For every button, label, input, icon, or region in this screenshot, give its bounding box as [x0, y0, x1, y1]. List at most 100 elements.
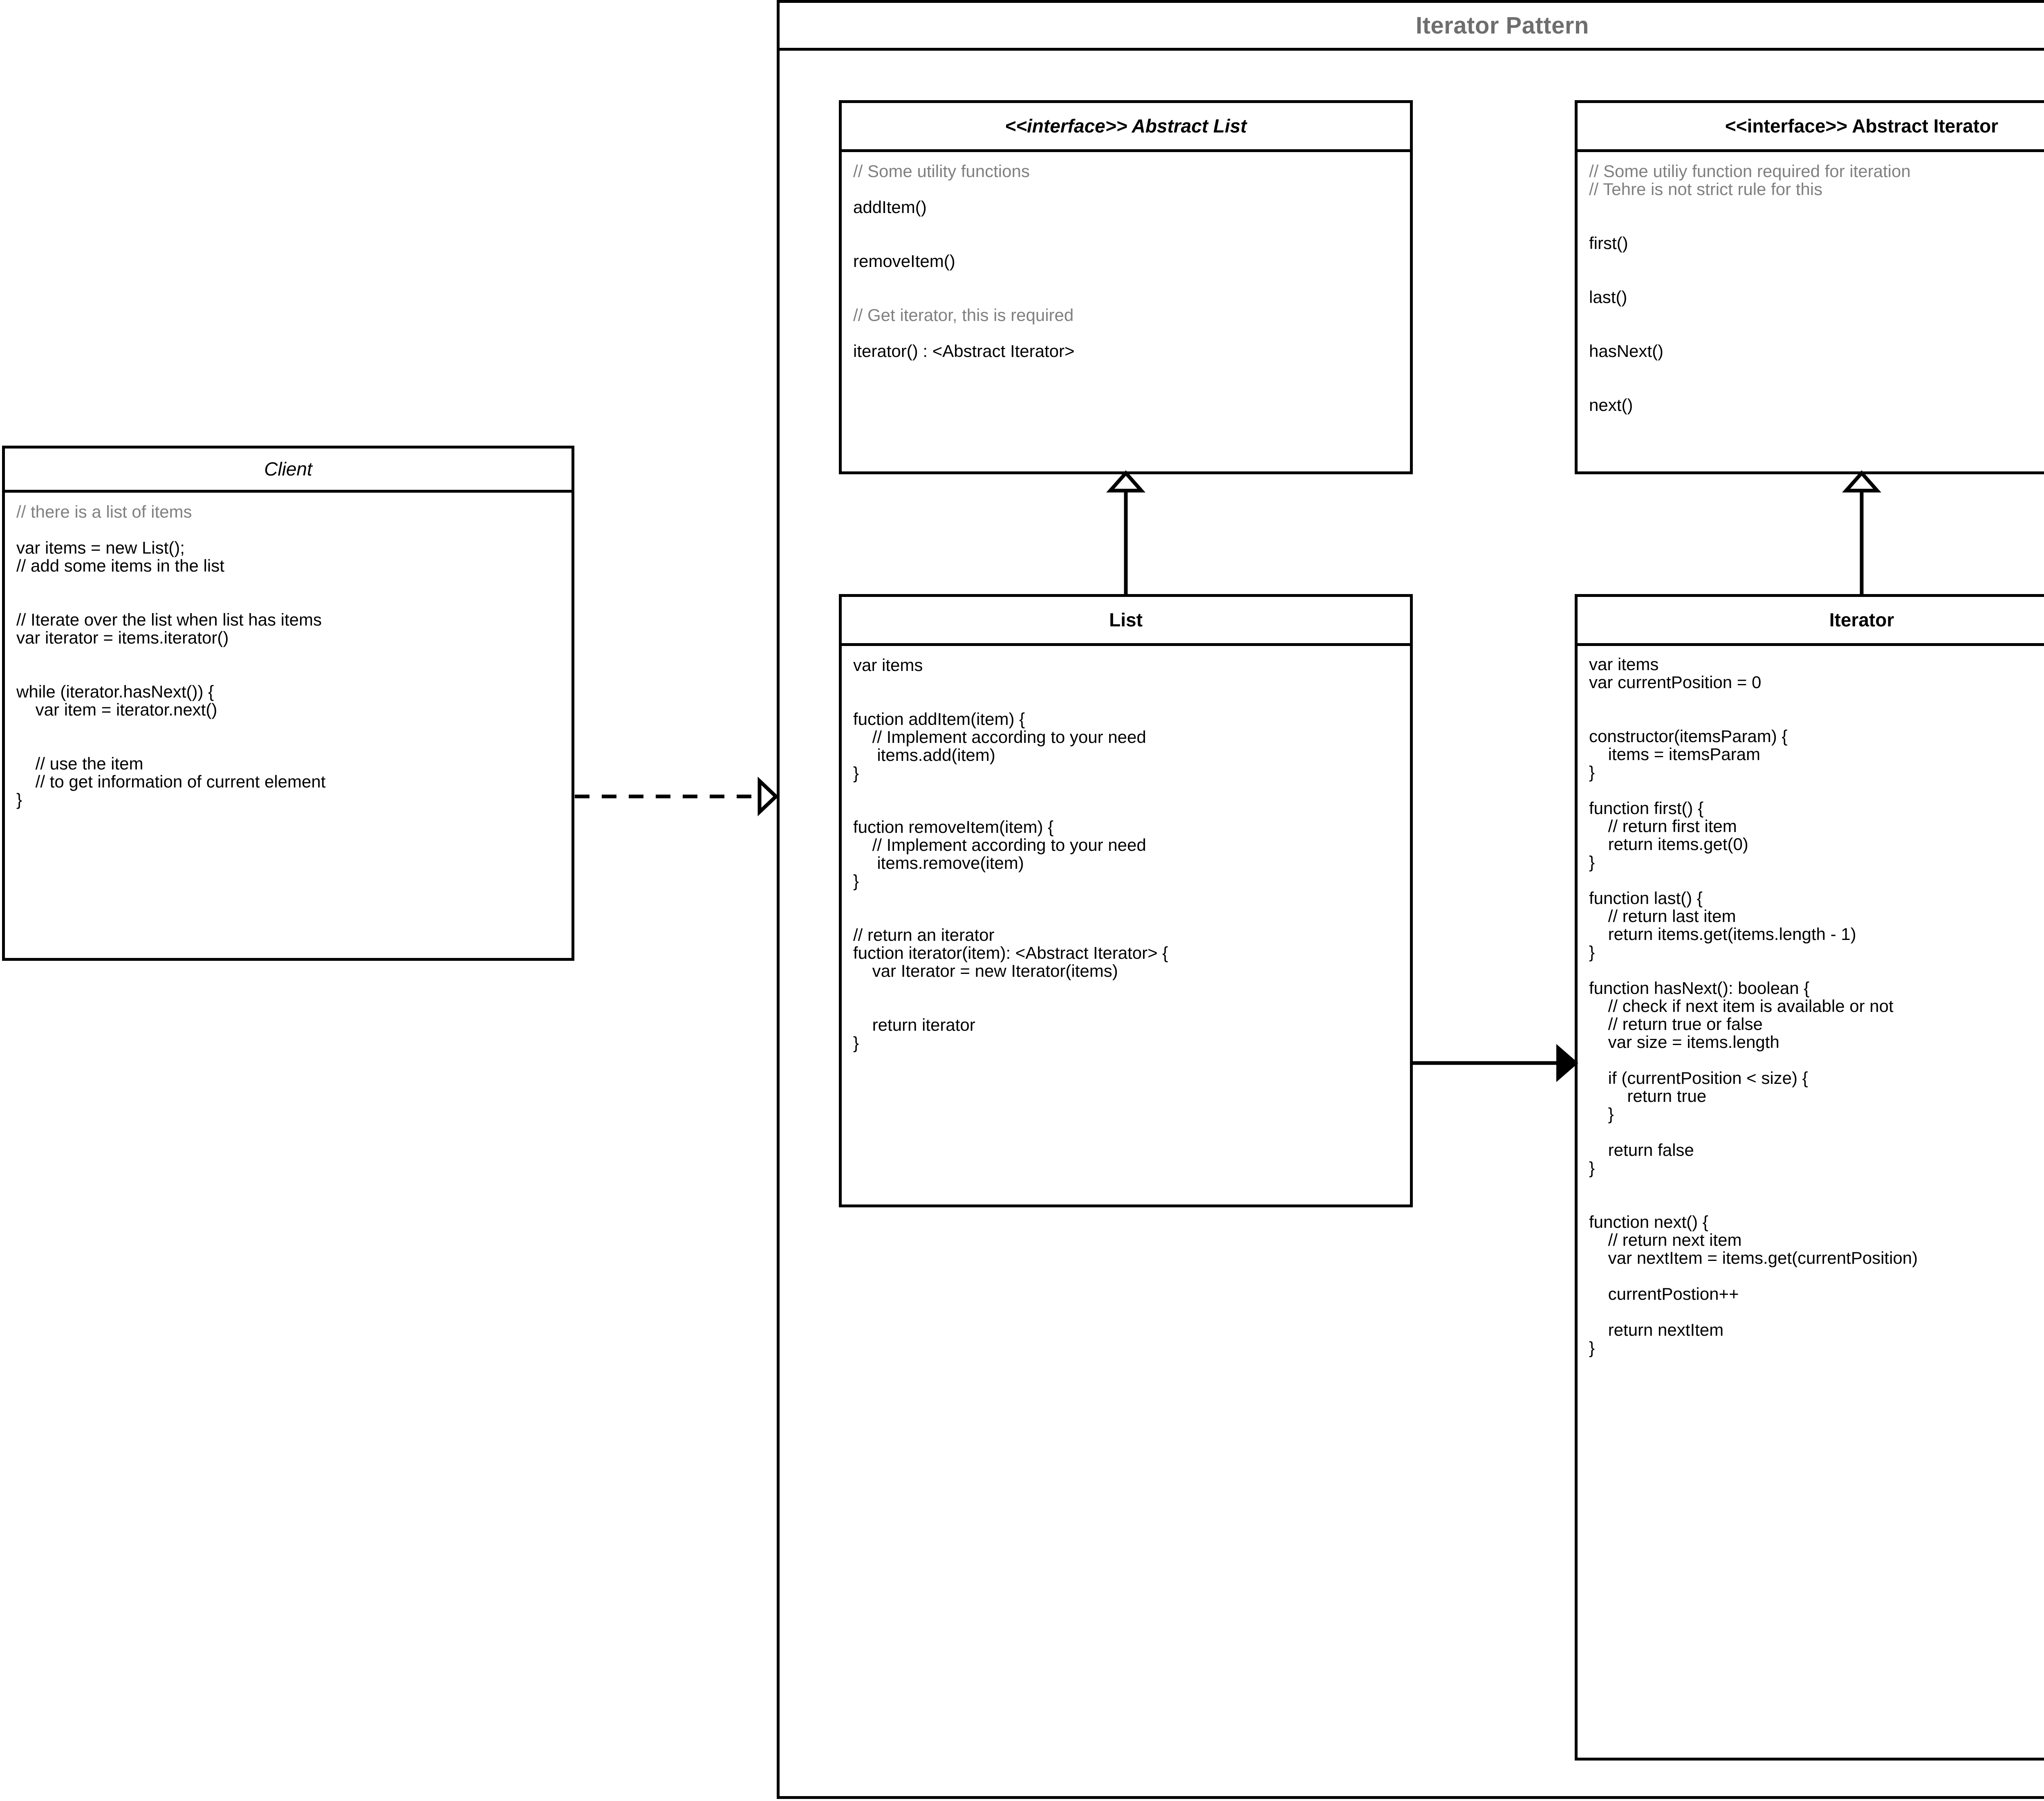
code-line: fuction addItem(item) { — [853, 709, 1025, 729]
code-line: // there is a list of items — [16, 502, 192, 521]
code-line: // Iterate over the list when list has i… — [16, 610, 322, 629]
code-spacer — [853, 235, 1399, 253]
code-spacer — [16, 647, 560, 665]
code-line: var items = new List(); — [16, 538, 185, 557]
code-spacer — [853, 801, 1399, 819]
code-line: iterator() : <Abstract Iterator> — [853, 341, 1075, 361]
code-line: return iterator — [853, 1015, 975, 1034]
package-title-band: Iterator Pattern — [780, 3, 2044, 51]
class-header-abstract-list: <<interface>> Abstract List — [842, 103, 1410, 152]
code-line: function next() { — [1589, 1212, 1708, 1231]
code-line: // return last item — [1589, 906, 1736, 926]
code-line: } — [853, 871, 859, 890]
code-line: // Get iterator, this is required — [853, 305, 1074, 325]
class-title-iterator: Iterator — [1829, 609, 1894, 631]
package-frame: Iterator Pattern — [777, 0, 2044, 1799]
code-line: var item = iterator.next() — [16, 700, 217, 719]
code-line: if (currentPosition < size) { — [1589, 1068, 1808, 1088]
code-spacer — [16, 665, 560, 683]
code-line: function last() { — [1589, 888, 1703, 908]
code-spacer — [853, 217, 1399, 235]
code-line: } — [1589, 1158, 1595, 1177]
code-line: } — [1589, 942, 1595, 962]
code-line: var currentPosition = 0 — [1589, 673, 1762, 692]
code-line: var iterator = items.iterator() — [16, 628, 229, 647]
code-line: // Implement according to your need — [853, 835, 1146, 855]
code-spacer — [1589, 361, 2044, 379]
code-spacer — [1589, 1303, 2044, 1321]
code-spacer — [1589, 325, 2044, 343]
code-line: removeItem() — [853, 251, 955, 271]
code-line: first() — [1589, 233, 1628, 253]
code-spacer — [1589, 379, 2044, 397]
class-title-abstract-list: <<interface>> Abstract List — [1005, 115, 1247, 137]
code-line: // to get information of current element — [16, 772, 326, 791]
code-spacer — [1589, 872, 2044, 890]
code-line: // return next item — [1589, 1230, 1742, 1249]
code-line: // use the item — [16, 754, 143, 773]
class-header-iterator: Iterator — [1578, 597, 2044, 646]
code-spacer — [1589, 217, 2044, 235]
code-line: } — [853, 763, 859, 783]
code-spacer — [1589, 710, 2044, 728]
code-line: constructor(itemsParam) { — [1589, 727, 1788, 746]
code-spacer — [1589, 271, 2044, 289]
code-line: var nextItem = items.get(currentPosition… — [1589, 1248, 1918, 1267]
code-line: // Tehre is not strict rule for this — [1589, 179, 1823, 199]
class-header-list: List — [842, 597, 1410, 646]
code-line: } — [16, 790, 22, 809]
code-line: } — [1589, 763, 1595, 782]
code-spacer — [1589, 1195, 2044, 1213]
code-line: items.remove(item) — [853, 853, 1024, 872]
code-line: } — [1589, 1104, 1614, 1124]
class-header-abstract-iterator: <<interface>> Abstract Iterator — [1578, 103, 2044, 152]
code-line: function first() { — [1589, 798, 1704, 818]
code-line: items.add(item) — [853, 745, 995, 765]
code-spacer — [853, 693, 1399, 711]
code-spacer — [853, 890, 1399, 908]
code-line: next() — [1589, 395, 1633, 415]
code-spacer — [1589, 1124, 2044, 1142]
code-spacer — [853, 271, 1399, 289]
class-body-client: // there is a list of items var items = n… — [5, 493, 572, 817]
code-spacer — [16, 575, 560, 593]
class-title-list: List — [1109, 609, 1143, 631]
connector-client-to-package — [575, 776, 779, 816]
code-line: fuction iterator(item): <Abstract Iterat… — [853, 943, 1168, 962]
code-spacer — [16, 737, 560, 755]
code-line: var items — [1589, 655, 1659, 674]
code-line: var size = items.length — [1589, 1032, 1780, 1052]
code-spacer — [16, 719, 560, 737]
code-line: var Iterator = new Iterator(items) — [853, 961, 1118, 980]
code-line: // return true or false — [1589, 1014, 1763, 1034]
code-line: // Implement according to your need — [853, 727, 1146, 747]
code-spacer — [853, 181, 1399, 199]
code-line: } — [1589, 852, 1595, 872]
code-line: items = itemsParam — [1589, 745, 1760, 764]
code-line: last() — [1589, 287, 1627, 307]
code-line: return items.get(0) — [1589, 834, 1748, 854]
code-spacer — [1589, 307, 2044, 325]
code-line: // check if next item is available or no… — [1589, 996, 1894, 1016]
class-box-abstract-list[interactable]: <<interface>> Abstract List // Some util… — [839, 100, 1413, 474]
code-line: // Some utiliy function required for ite… — [1589, 161, 1911, 181]
code-spacer — [853, 980, 1399, 998]
code-line: function hasNext(): boolean { — [1589, 978, 1810, 998]
code-spacer — [1589, 1267, 2044, 1285]
code-line: // return an iterator — [853, 925, 995, 944]
code-spacer — [853, 289, 1399, 307]
code-line: // Some utility functions — [853, 161, 1030, 181]
code-line: // add some items in the list — [16, 556, 224, 575]
code-line: return false — [1589, 1140, 1694, 1160]
code-line: currentPostion++ — [1589, 1284, 1739, 1303]
class-box-abstract-iterator[interactable]: <<interface>> Abstract Iterator // Some … — [1575, 100, 2044, 474]
code-spacer — [16, 521, 560, 539]
code-line: addItem() — [853, 197, 927, 217]
code-spacer — [1589, 962, 2044, 980]
code-spacer — [1589, 782, 2044, 800]
